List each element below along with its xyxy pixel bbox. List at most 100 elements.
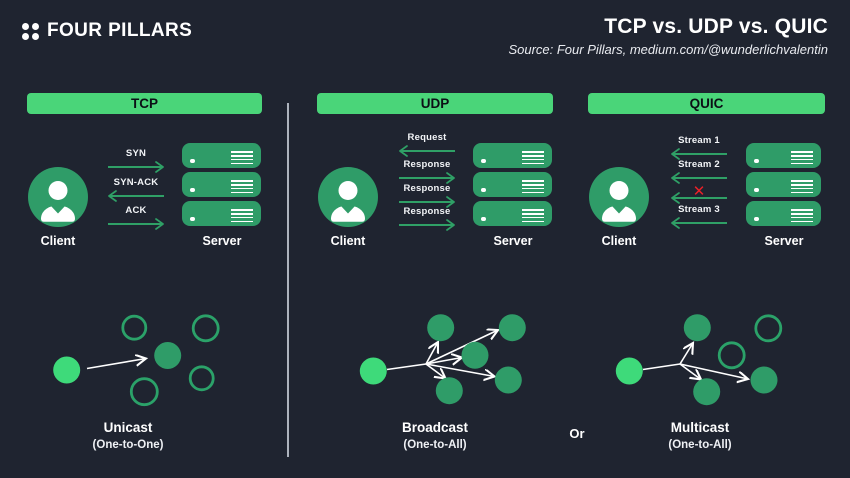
title-block: TCP vs. UDP vs. QUIC Source: Four Pillar… [508, 15, 828, 57]
quic-message-stream-1: Stream 1 [669, 135, 729, 160]
unicast-arrow [86, 359, 146, 370]
vent-lines-icon [791, 151, 813, 165]
udp-message-response-1: Response [397, 159, 457, 184]
server-unit-icon [473, 201, 552, 226]
broadcast-source-node [359, 357, 387, 385]
multicast-source-node [615, 357, 643, 385]
brand-name: FOUR PILLARS [47, 20, 193, 41]
quic-client-icon [589, 167, 649, 227]
led-dot-icon [190, 216, 195, 221]
message-label: Request [407, 132, 447, 143]
led-dot-icon [754, 158, 759, 163]
brand-logo: FOUR PILLARS [22, 20, 192, 42]
udp-message-response-3: Response [397, 206, 457, 231]
four-dots-icon [22, 22, 39, 40]
udp-server-label: Server [493, 234, 533, 248]
unicast-source-node [53, 356, 81, 384]
quic-server-stack [746, 143, 821, 230]
unicast-label: Unicast (One-to-One) [48, 420, 208, 451]
led-dot-icon [190, 158, 195, 163]
multicast-label: Multicast (One-to-All) [620, 420, 780, 451]
tcp-client-icon [28, 167, 88, 227]
udp-message-response-2: Response [397, 183, 457, 208]
quic-server-label: Server [764, 234, 804, 248]
vent-lines-icon [522, 180, 544, 194]
error-x-mark: ✕ [692, 183, 706, 200]
server-unit-icon [182, 172, 261, 197]
unicast-diagram [53, 314, 220, 407]
protocol-header-quic: QUIC [588, 93, 825, 114]
multicast-arrow [679, 343, 693, 365]
vent-lines-icon [522, 151, 544, 165]
arrow-left-icon [671, 172, 727, 184]
server-unit-icon [746, 143, 821, 168]
led-dot-icon [481, 158, 486, 163]
unicast-peer-node [129, 377, 159, 407]
quic-message-lost: ✕ [669, 179, 729, 204]
source-attribution: Source: Four Pillars, medium.com/@wunder… [508, 42, 828, 57]
tcp-client-label: Client [40, 234, 76, 248]
arrow-left-icon [671, 148, 727, 160]
udp-server-stack [473, 143, 552, 230]
broadcast-diagram [359, 314, 526, 405]
multicast-arrow [679, 363, 748, 379]
arrow-right-icon [108, 218, 164, 230]
vent-lines-icon [231, 209, 253, 223]
arrow-left-icon [108, 190, 164, 202]
unicast-peer-node [188, 365, 215, 392]
udp-client-icon [318, 167, 378, 227]
multicast-target-node [683, 314, 711, 342]
multicast-diagram [615, 314, 783, 406]
section-divider [287, 103, 289, 457]
multicast-peer-node [717, 341, 746, 370]
broadcast-arrow [425, 363, 446, 379]
cast-name: Broadcast [401, 420, 469, 435]
server-unit-icon [182, 143, 261, 168]
multicast-peer-node [754, 314, 783, 343]
message-label: ACK [125, 205, 147, 216]
server-unit-icon [182, 201, 261, 226]
vent-lines-icon [791, 180, 813, 194]
led-dot-icon [754, 187, 759, 192]
person-icon [318, 167, 378, 227]
arrow-left-icon [671, 217, 727, 229]
broadcast-target-node [461, 341, 489, 369]
server-unit-icon [746, 172, 821, 197]
unicast-peer-node [121, 314, 148, 341]
cast-name: Unicast [103, 420, 153, 435]
tcp-server-stack [182, 143, 261, 230]
message-label: Response [403, 159, 451, 170]
multicast-trunk-line [642, 363, 681, 371]
server-unit-icon [473, 143, 552, 168]
unicast-peer-node [191, 314, 220, 343]
led-dot-icon [754, 216, 759, 221]
quic-message-stream-3: Stream 3 [669, 204, 729, 229]
quic-message-stream-2: Stream 2 [669, 159, 729, 184]
led-dot-icon [190, 187, 195, 192]
broadcast-arrow [425, 342, 438, 365]
broadcast-target-node [435, 377, 463, 405]
cast-subtitle: (One-to-One) [92, 439, 164, 451]
vent-lines-icon [231, 151, 253, 165]
message-label: Stream 1 [678, 135, 720, 146]
tcp-server-label: Server [202, 234, 242, 248]
message-label: Stream 3 [678, 204, 720, 215]
vent-lines-icon [791, 209, 813, 223]
broadcast-target-node [494, 366, 522, 394]
multicast-target-node [693, 378, 721, 406]
arrow-left-icon [399, 145, 455, 157]
broadcast-label: Broadcast (One-to-All) [355, 420, 515, 451]
person-icon [589, 167, 649, 227]
cast-name: Multicast [670, 420, 730, 435]
person-icon [28, 167, 88, 227]
tcp-message-ack: ACK [106, 205, 166, 230]
broadcast-arrow [425, 363, 495, 377]
tcp-message-syn-ack: SYN-ACK [106, 177, 166, 202]
message-label: SYN-ACK [113, 177, 159, 188]
arrow-right-icon [399, 219, 455, 231]
cast-subtitle: (One-to-All) [403, 439, 467, 451]
message-label: SYN [125, 148, 147, 159]
message-label: Stream 2 [678, 159, 720, 170]
arrow-right-icon [108, 161, 164, 173]
